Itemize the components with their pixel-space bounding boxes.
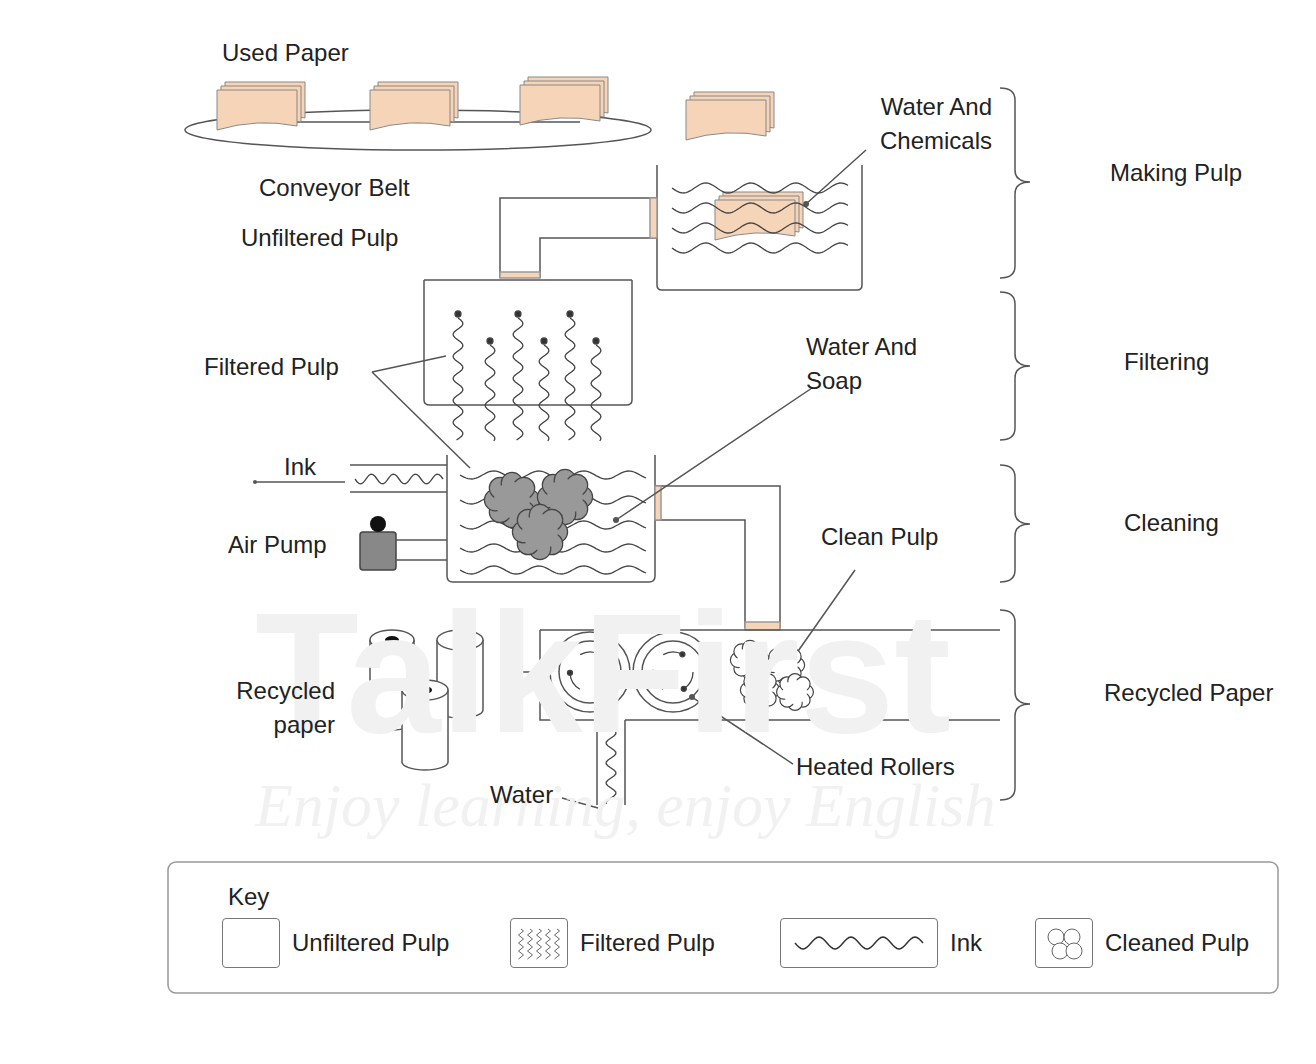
filtered-pulp bbox=[453, 318, 463, 440]
legend-item: Ink bbox=[780, 918, 982, 968]
legend-text: Unfiltered Pulp bbox=[292, 929, 449, 957]
water-wave bbox=[672, 223, 848, 233]
legend-item: Cleaned Pulp bbox=[1035, 918, 1249, 968]
part-label: Used Paper bbox=[222, 36, 349, 70]
legend-item: Unfiltered Pulp bbox=[222, 918, 449, 968]
paper-sheet bbox=[715, 200, 795, 240]
legend-sample bbox=[1036, 919, 1092, 967]
watermark: TalkFirst bbox=[255, 575, 951, 771]
legend-heading: Key bbox=[228, 880, 269, 914]
water-wave bbox=[460, 566, 646, 574]
part-label: Unfiltered Pulp bbox=[241, 221, 398, 255]
legend-text: Cleaned Pulp bbox=[1105, 929, 1249, 957]
legend-swatch bbox=[510, 918, 568, 968]
legend-text: Filtered Pulp bbox=[580, 929, 715, 957]
part-label: Clean Pulp bbox=[821, 520, 938, 554]
legend-item: Filtered Pulp bbox=[510, 918, 715, 968]
filtered-pulp bbox=[591, 345, 601, 441]
ink-wave bbox=[355, 474, 443, 484]
part-label: Conveyor Belt bbox=[259, 171, 410, 205]
watermark: Enjoy learning, enjoy English bbox=[255, 770, 995, 841]
paper-sheet bbox=[217, 90, 297, 130]
fibre-dot bbox=[541, 338, 547, 344]
paper-sheet bbox=[520, 85, 600, 125]
part-label: Filtered Pulp bbox=[204, 350, 339, 384]
legend-swatch bbox=[222, 918, 280, 968]
paper-sheet bbox=[686, 100, 766, 140]
fibre-dot bbox=[455, 311, 461, 317]
filtered-pulp bbox=[513, 318, 523, 440]
part-label: Recycled paper bbox=[222, 674, 335, 741]
stage-label: Filtering bbox=[1124, 345, 1209, 379]
filtered-pulp bbox=[485, 345, 495, 441]
legend-text: Ink bbox=[950, 929, 982, 957]
part-label: Air Pump bbox=[228, 528, 327, 562]
part-label: Heated Rollers bbox=[796, 750, 955, 784]
part-label: Water And Soap bbox=[806, 330, 926, 397]
stage-label: Making Pulp bbox=[1110, 156, 1242, 190]
water-wave bbox=[672, 183, 848, 193]
part-label: Water bbox=[490, 778, 553, 812]
legend-swatch bbox=[1035, 918, 1093, 968]
fibre-dot bbox=[515, 311, 521, 317]
legend-sample bbox=[511, 919, 567, 967]
filtered-pulp bbox=[565, 318, 575, 440]
stage-label: Cleaning bbox=[1124, 506, 1219, 540]
water-wave bbox=[672, 203, 848, 213]
filtered-pulp bbox=[539, 345, 549, 441]
part-label: Ink bbox=[284, 450, 316, 484]
legend-sample bbox=[781, 919, 937, 967]
legend-swatch bbox=[780, 918, 938, 968]
fibre-dot bbox=[567, 311, 573, 317]
stage-label: Recycled Paper bbox=[1104, 676, 1273, 710]
fibre-dot bbox=[593, 338, 599, 344]
fibre-dot bbox=[487, 338, 493, 344]
paper-sheet bbox=[370, 90, 450, 130]
legend-sample bbox=[223, 919, 279, 967]
pulp-cloud bbox=[512, 504, 567, 559]
part-label: Water And Chemicals bbox=[862, 90, 992, 157]
water-wave bbox=[672, 243, 848, 253]
